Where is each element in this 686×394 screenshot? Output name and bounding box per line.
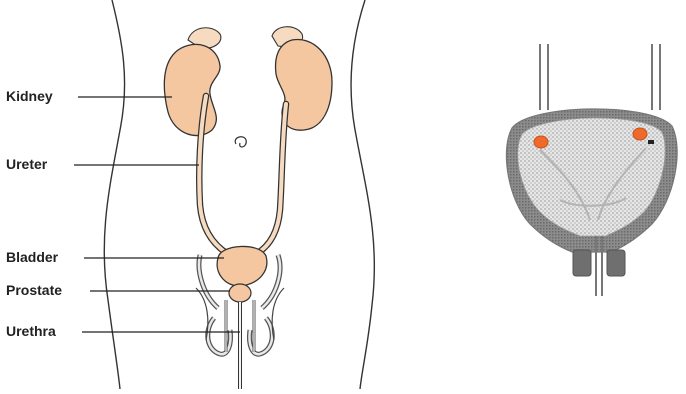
cross-section-left-ureter [540, 44, 548, 110]
cross-section-right-ureter [652, 44, 660, 110]
bladder-cross-section-illustration [506, 44, 677, 296]
label-bladder: Bladder [6, 249, 59, 265]
left-ureteric-orifice [534, 136, 548, 148]
body-outline-left [104, 0, 124, 389]
left-kidney [164, 44, 220, 135]
urinary-system-illustration [104, 0, 374, 389]
bladder [217, 246, 267, 286]
prostate [229, 284, 251, 302]
right-ureteric-orifice [633, 128, 647, 140]
label-kidney: Kidney [6, 88, 53, 104]
body-outline-right [351, 0, 374, 389]
sphincter-left [573, 250, 591, 276]
label-prostate: Prostate [6, 282, 62, 298]
label-ureter: Ureter [6, 156, 48, 172]
sphincter-right [607, 250, 625, 276]
navel [235, 137, 246, 147]
label-urethra: Urethra [6, 323, 56, 339]
